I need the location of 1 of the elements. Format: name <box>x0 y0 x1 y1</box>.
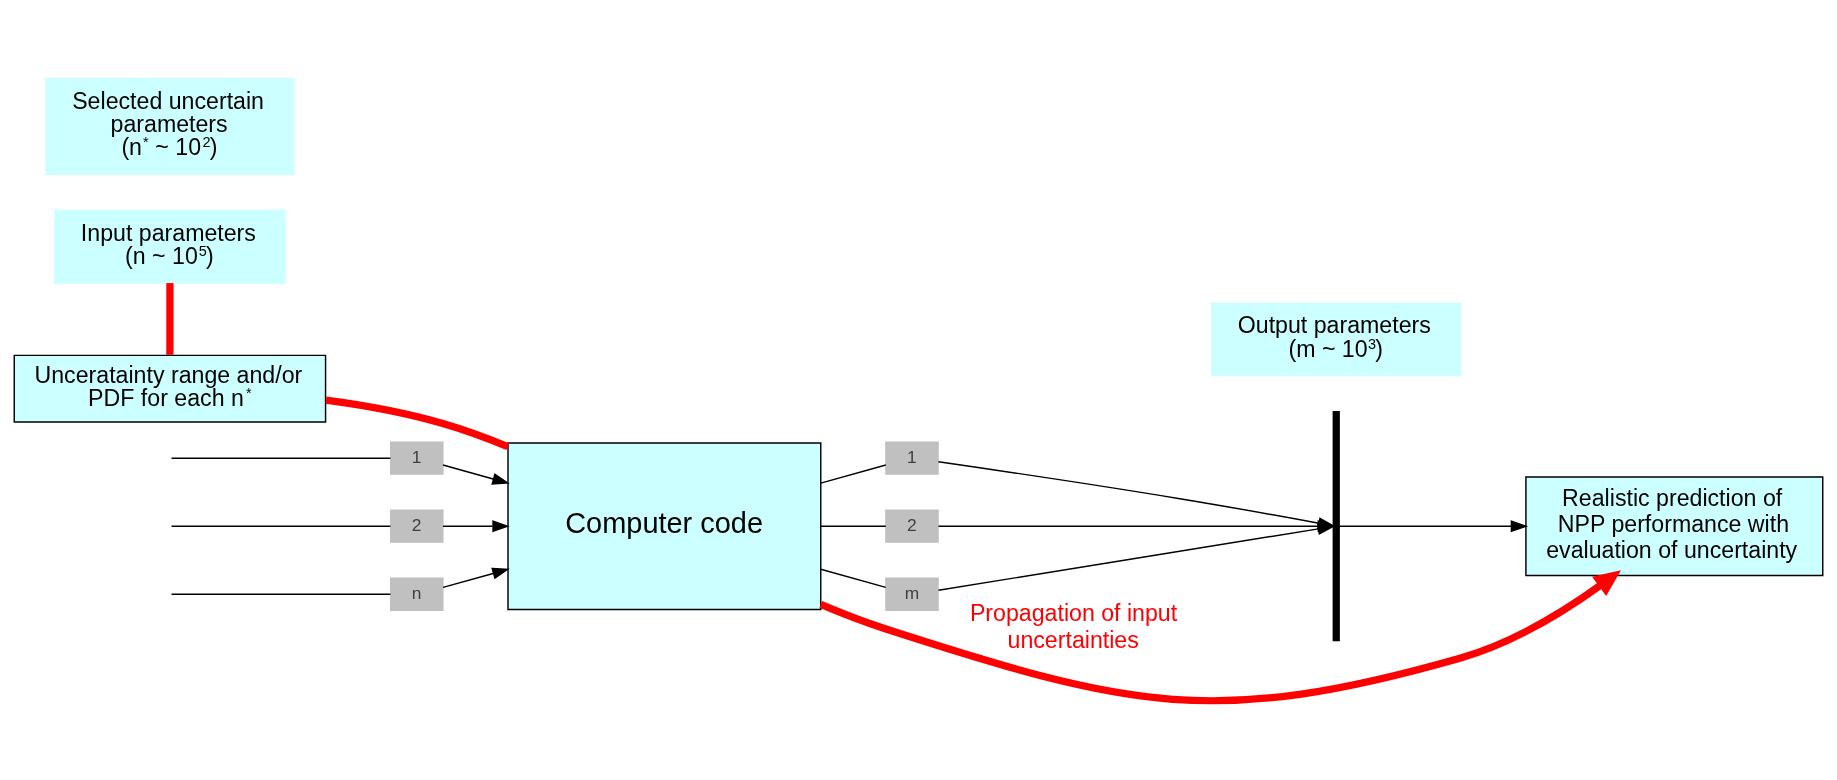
edge-label: Propagation of input uncertainties <box>969 600 1178 653</box>
